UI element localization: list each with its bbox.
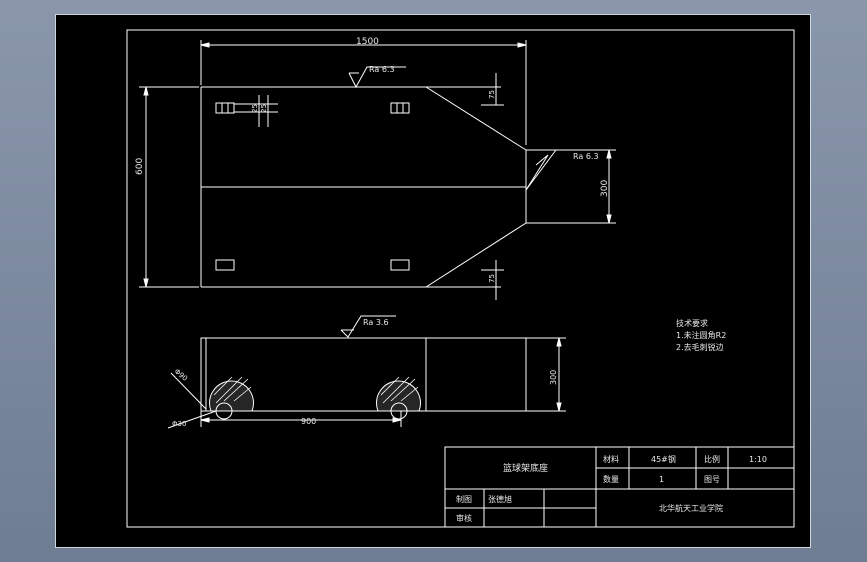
dim-bottom-small-label: 75 [488,274,496,283]
material-label: 材料 [603,454,619,464]
slot-top-right [390,102,410,114]
material-value: 45#钢 [651,454,676,464]
wheel-left [209,380,254,412]
scale-value: 1:10 [749,455,767,464]
scale-label: 比例 [704,454,720,464]
drawing-border [126,29,795,528]
slot-top-left [215,102,235,114]
dim-circle-1-label: Φ90 [173,367,189,382]
roughness-symbol-top [348,66,406,89]
side-view [167,315,566,429]
slot-bottom-left [215,259,235,271]
dim-top-small-label: 75 [488,90,496,99]
drawn-label: 制图 [456,494,472,504]
title-block [444,446,795,528]
notes-title: 技术要求 [676,318,708,328]
dim-slot-1-label: 25 [251,104,259,113]
dim-height-label: 600 [135,158,145,175]
notes-line-1: 1.未注圆角R2 [676,330,726,340]
roughness-side-label: Ra 3.6 [363,318,389,327]
dim-side-height-label: 300 [549,370,558,385]
school-name: 北华航天工业学院 [659,503,723,513]
dim-right-gap-label: 300 [600,180,610,197]
quantity-value: 1 [659,475,664,484]
notes-line-2: 2.去毛刺锐边 [676,342,724,352]
roughness-symbol-right [525,154,549,191]
roughness-right-label: Ra 6.3 [573,152,599,161]
axle-right [390,402,408,420]
dim-length-label: 1500 [356,37,379,47]
cad-drawing: 1500 600 300 75 75 25 25 Ra 6.3 Ra 6.3 R… [126,29,795,528]
dim-side-length-label: 900 [301,417,316,426]
drawn-value: 张德旭 [488,494,512,504]
dim-circle-2-label: Φ30 [172,420,186,428]
top-view [139,40,616,300]
drawing-no-label: 图号 [704,475,720,484]
quantity-label: 数量 [603,474,619,484]
slot-bottom-right [390,259,410,271]
drawing-sheet: 1500 600 300 75 75 25 25 Ra 6.3 Ra 6.3 R… [55,14,811,548]
roughness-top-label: Ra 6.3 [369,65,395,74]
dim-slot-2-label: 25 [260,104,268,113]
wheel-right [376,380,421,412]
checked-label: 审核 [456,513,472,523]
part-name: 篮球架底座 [503,462,548,474]
roughness-symbol-side [340,315,396,338]
side-view-outline [200,337,527,412]
